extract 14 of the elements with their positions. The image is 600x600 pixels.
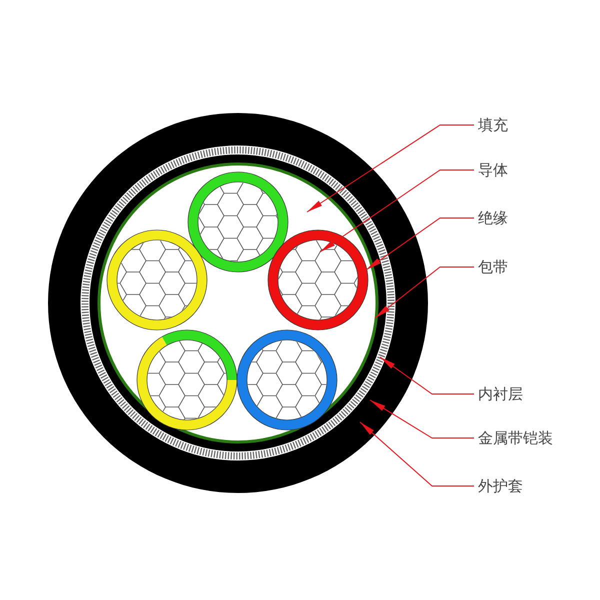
leader-line [370,400,474,438]
leader-line [366,218,474,270]
leader-line [374,266,474,318]
part-label: 金属带铠装 [478,429,553,447]
part-label: 外护套 [478,477,523,495]
part-label: 填充 [478,116,508,134]
part-label: 导体 [478,161,508,179]
leader-line [320,170,474,252]
part-label: 内衬层 [478,385,523,403]
leader-line [306,124,474,212]
leader-line [360,422,474,486]
part-label: 包带 [478,258,508,276]
leader-line [380,356,474,394]
part-label: 绝缘 [478,209,508,227]
